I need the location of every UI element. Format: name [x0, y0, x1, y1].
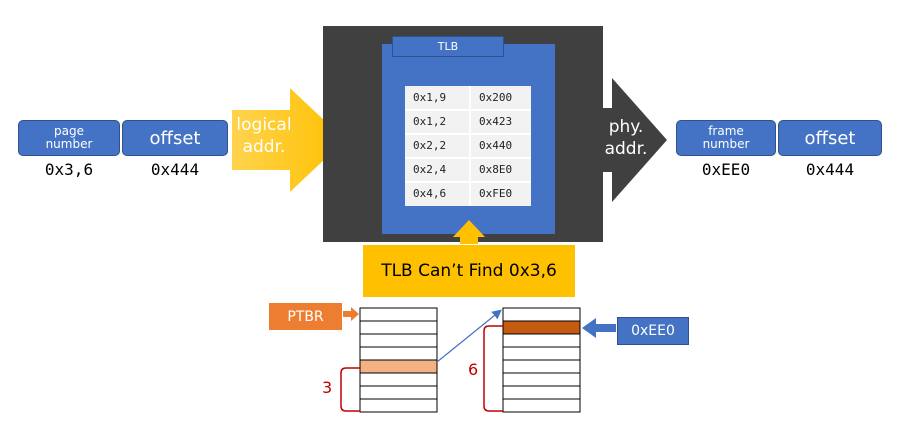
ptbr-pointer-arrow [343, 307, 359, 321]
frame-number-box: frame number [676, 120, 776, 156]
tlb-value: 0x440 [479, 139, 513, 152]
frame-number-label-line2: number [702, 137, 750, 151]
tlb-key: 0x2,4 [413, 163, 447, 176]
page-number-label-line1: page [54, 124, 84, 138]
tlb-table-bg [405, 86, 531, 206]
tlb-miss-message: TLB Can’t Find 0x3,6 [381, 261, 557, 281]
tlb-value: 0x8E0 [479, 163, 513, 176]
logical-address-arrow [232, 88, 345, 192]
physical-offset-box: offset [778, 120, 882, 156]
inner-page-table [502, 307, 581, 413]
physical-address-label-line1: phy. [608, 117, 644, 137]
logical-address-label: logical addr. [232, 114, 296, 158]
tlb-row: 0x1,9 0x200 [405, 86, 531, 110]
tlb-miss-arrow [453, 220, 485, 244]
tlb-row: 0x1,2 0x423 [405, 110, 531, 134]
page-number-value: 0x3,6 [44, 160, 94, 179]
tlb-key: 0x1,2 [413, 115, 447, 128]
physical-offset-value: 0x444 [805, 160, 855, 179]
frame-result-box: 0xEE0 [617, 317, 689, 345]
tlb-value: 0x200 [479, 91, 513, 104]
logical-offset-label: offset [149, 127, 201, 149]
tlb-key: 0x4,6 [413, 187, 447, 200]
tlb-row: 0x2,4 0x8E0 [405, 158, 531, 182]
tlb-key: 0x2,2 [413, 139, 447, 152]
outer-page-table [359, 307, 438, 413]
physical-address-arrow [603, 78, 667, 202]
ptbr-box: PTBR [269, 303, 342, 330]
inner-index-bracket [483, 325, 503, 412]
logical-address-label-line2: addr. [242, 137, 286, 157]
logical-address-label-line1: logical [236, 115, 292, 135]
physical-address-label-line2: addr. [604, 139, 648, 159]
inner-index-label: 6 [468, 360, 479, 379]
tlb-miss-box: TLB Can’t Find 0x3,6 [363, 245, 575, 297]
result-pointer-arrow [582, 318, 616, 338]
logical-offset-value: 0x444 [150, 160, 200, 179]
page-number-box: page number [18, 120, 120, 156]
physical-offset-label: offset [804, 127, 856, 149]
tlb-table: 0x1,9 0x200 0x1,2 0x423 0x2,2 0x440 0x2,… [405, 86, 531, 206]
tlb-title: TLB [392, 36, 504, 57]
tlb-row: 0x4,6 0xFE0 [405, 182, 531, 206]
frame-result-label: 0xEE0 [631, 323, 675, 339]
frame-number-label-line1: frame [708, 124, 744, 138]
tlb-key: 0x1,9 [413, 91, 447, 104]
tlb-value: 0x423 [479, 115, 513, 128]
tlb-row: 0x2,2 0x440 [405, 134, 531, 158]
logical-offset-box: offset [122, 120, 228, 156]
outer-index-bracket [340, 367, 360, 412]
frame-number-value: 0xEE0 [701, 160, 751, 179]
outer-index-label: 3 [322, 378, 333, 397]
tlb-title-text: TLB [437, 40, 459, 53]
ptbr-label: PTBR [287, 308, 324, 325]
outer-to-inner-connector [436, 309, 502, 363]
page-number-label-line2: number [45, 137, 93, 151]
tlb-value: 0xFE0 [479, 187, 513, 200]
physical-address-label: phy. addr. [596, 116, 656, 160]
